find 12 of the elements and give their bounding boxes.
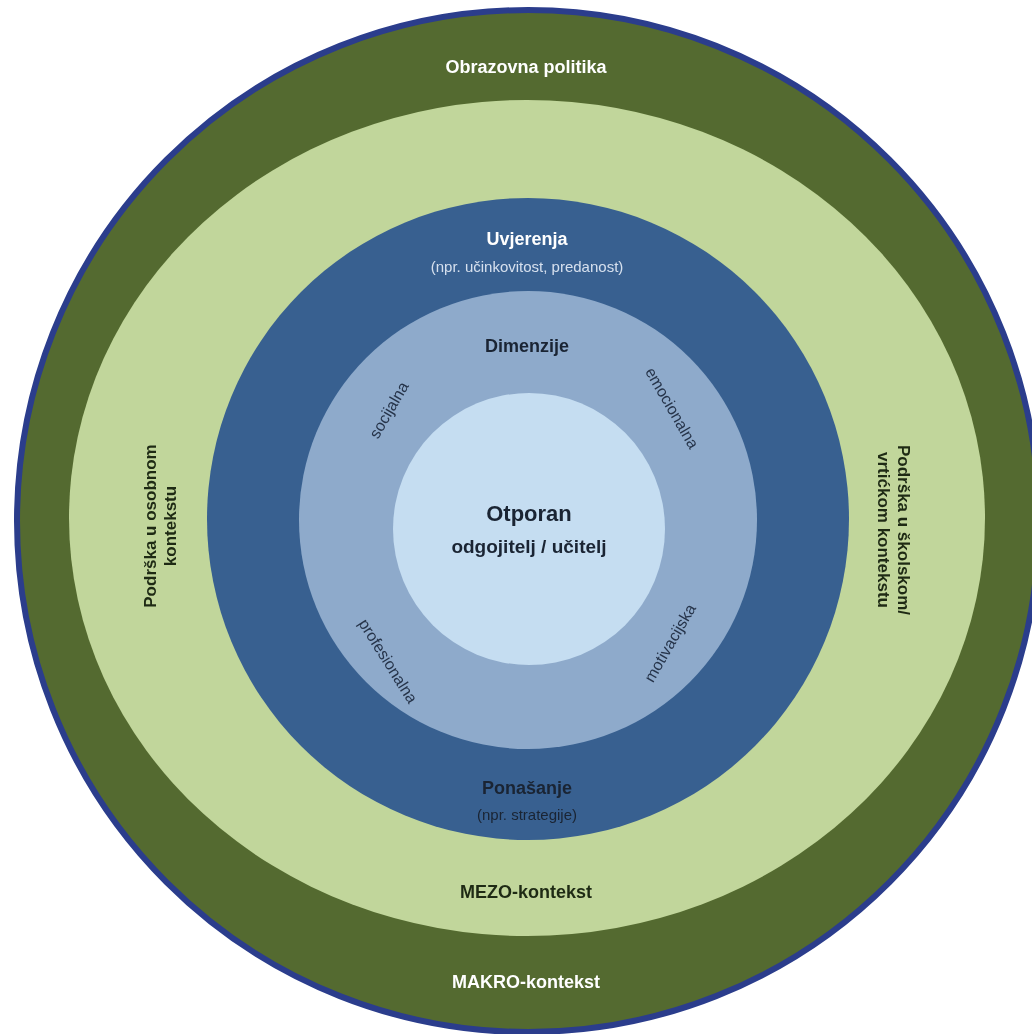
ring-label: (npr. strategije) [477,806,577,824]
ring-label: Uvjerenja [486,229,568,251]
ring-label: odgojitelj / učitelj [451,535,607,559]
ring-label: MEZO-kontekst [460,882,592,904]
rotated-label: Podrška u osobnom kontekstu [140,443,181,610]
rotated-label: Podrška u školskom/ vrtićkom kontekstu [873,443,914,618]
ring-label: Obrazovna politika [445,57,607,79]
ring-label: Dimenzije [485,336,569,358]
ring-label: (npr. učinkovitost, predanost) [430,258,624,276]
center-title: Otporan [486,500,572,528]
ring-label: Ponašanje [482,778,572,800]
ring-label: MAKRO-kontekst [452,972,600,994]
